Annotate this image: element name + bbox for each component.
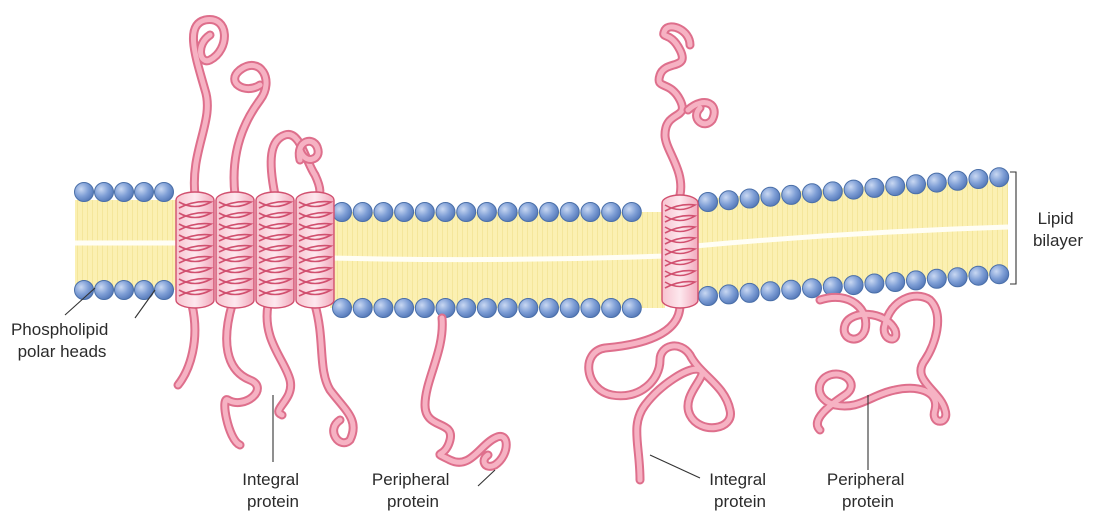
phospholipid-head bbox=[477, 203, 496, 222]
phospholipid-head bbox=[990, 265, 1009, 284]
alpha-helix bbox=[296, 192, 334, 308]
phospholipid-head bbox=[581, 299, 600, 318]
label-lipid-bilayer: Lipid bilayer bbox=[1033, 209, 1083, 250]
phospholipid-head bbox=[457, 203, 476, 222]
phospholipid-head bbox=[75, 281, 94, 300]
phospholipid-head bbox=[477, 299, 496, 318]
phospholipid-head bbox=[948, 171, 967, 190]
phospholipid-head bbox=[519, 299, 538, 318]
phospholipid-head bbox=[907, 175, 926, 194]
phospholipid-head bbox=[948, 268, 967, 287]
label-phospholipid-polar-heads: Phospholipid polar heads bbox=[11, 320, 113, 361]
alpha-helix bbox=[662, 195, 698, 308]
phospholipid-head bbox=[803, 184, 822, 203]
phospholipid-head bbox=[844, 276, 863, 295]
phospholipid-head bbox=[395, 203, 414, 222]
phospholipid-head bbox=[436, 203, 455, 222]
phospholipid-head bbox=[95, 183, 114, 202]
alpha-helix bbox=[256, 192, 294, 308]
phospholipid-head bbox=[540, 299, 559, 318]
label-integral-protein-right: Integral protein bbox=[709, 470, 770, 511]
phospholipid-head bbox=[353, 203, 372, 222]
phospholipid-head bbox=[886, 177, 905, 196]
label-integral-protein-left: Integral protein bbox=[242, 470, 303, 511]
phospholipid-head bbox=[498, 299, 517, 318]
phospholipid-head bbox=[333, 299, 352, 318]
phospholipid-head bbox=[844, 180, 863, 199]
phospholipid-head bbox=[865, 178, 884, 197]
phospholipid-head bbox=[115, 281, 134, 300]
phospholipid-head bbox=[927, 269, 946, 288]
phospholipid-head bbox=[540, 203, 559, 222]
phospholipid-head bbox=[719, 285, 738, 304]
phospholipid-head bbox=[135, 183, 154, 202]
phospholipid-head bbox=[395, 299, 414, 318]
phospholipid-head bbox=[740, 283, 759, 302]
phospholipid-head bbox=[155, 281, 174, 300]
label-peripheral-protein-left: Peripheral protein bbox=[372, 470, 454, 511]
phospholipid-head bbox=[115, 183, 134, 202]
phospholipid-head bbox=[415, 203, 434, 222]
phospholipid-head bbox=[969, 170, 988, 189]
phospholipid-head bbox=[990, 168, 1009, 187]
phospholipid-head bbox=[865, 274, 884, 293]
phospholipid-head bbox=[907, 271, 926, 290]
phospholipid-head bbox=[581, 203, 600, 222]
alpha-helix bbox=[216, 192, 254, 308]
phospholipid-head bbox=[823, 182, 842, 201]
phospholipid-head bbox=[886, 273, 905, 292]
phospholipid-head bbox=[803, 279, 822, 298]
phospholipid-head bbox=[560, 203, 579, 222]
phospholipid-head bbox=[602, 203, 621, 222]
alpha-helix bbox=[176, 192, 214, 308]
label-peripheral-protein-right: Peripheral protein bbox=[827, 470, 909, 511]
phospholipid-head bbox=[95, 281, 114, 300]
phospholipid-head bbox=[75, 183, 94, 202]
phospholipid-head bbox=[782, 280, 801, 299]
phospholipid-head bbox=[740, 189, 759, 208]
phospholipid-head bbox=[374, 299, 393, 318]
phospholipid-head bbox=[560, 299, 579, 318]
phospholipid-head bbox=[519, 203, 538, 222]
phospholipid-head bbox=[622, 203, 641, 222]
phospholipid-head bbox=[353, 299, 372, 318]
phospholipid-head bbox=[415, 299, 434, 318]
phospholipid-head bbox=[927, 173, 946, 192]
phospholipid-head bbox=[699, 287, 718, 306]
phospholipid-head bbox=[699, 193, 718, 212]
phospholipid-head bbox=[969, 266, 988, 285]
phospholipid-head bbox=[457, 299, 476, 318]
phospholipid-head bbox=[333, 203, 352, 222]
phospholipid-head bbox=[761, 187, 780, 206]
phospholipid-head bbox=[436, 299, 455, 318]
phospholipid-head bbox=[622, 299, 641, 318]
phospholipid-head bbox=[374, 203, 393, 222]
phospholipid-head bbox=[782, 185, 801, 204]
phospholipid-head bbox=[719, 191, 738, 210]
phospholipid-head bbox=[602, 299, 621, 318]
phospholipid-head bbox=[155, 183, 174, 202]
phospholipid-head bbox=[761, 282, 780, 301]
phospholipid-head bbox=[498, 203, 517, 222]
